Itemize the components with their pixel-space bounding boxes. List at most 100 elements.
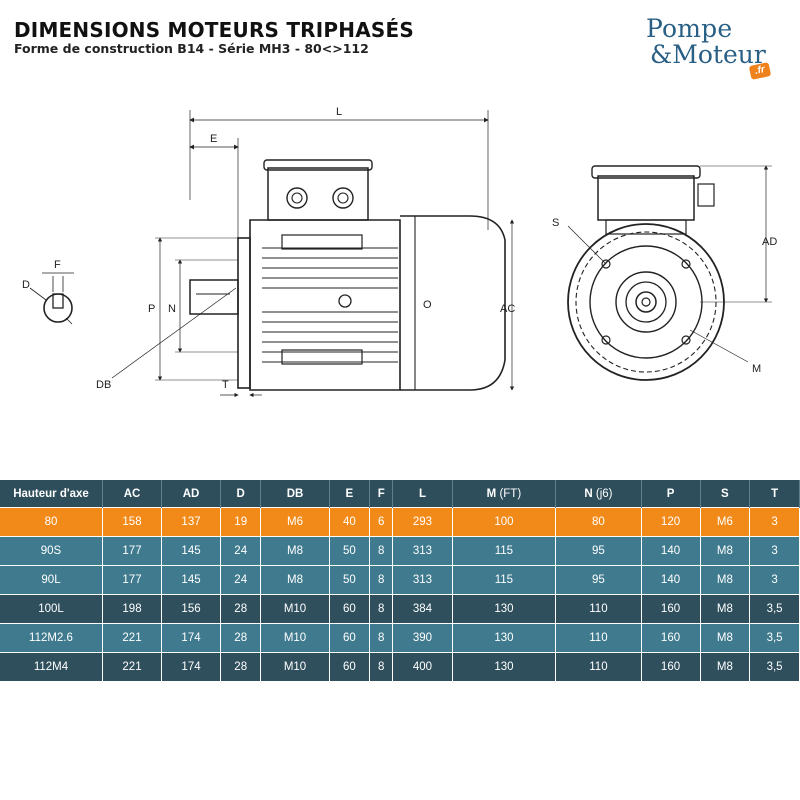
- table-cell: 19: [220, 507, 262, 537]
- table-cell: 156: [161, 594, 222, 624]
- table-cell: 313: [392, 565, 453, 595]
- motor-side-view: [111, 110, 515, 398]
- shaft-section-detail: F D: [22, 259, 74, 325]
- page-subtitle: Forme de construction B14 - Série MH3 - …: [14, 41, 369, 56]
- table-cell: 145: [161, 536, 222, 566]
- table-cell: 3: [749, 565, 800, 595]
- table-cell: 160: [641, 594, 701, 624]
- table-cell: 8: [369, 652, 394, 681]
- page-title: DIMENSIONS MOTEURS TRIPHASÉS: [14, 18, 414, 42]
- column-header-label: P: [666, 487, 675, 500]
- label-DB: DB: [96, 379, 111, 391]
- table-cell: 177: [102, 536, 163, 566]
- table-cell: 110: [555, 594, 642, 624]
- table-cell: 174: [161, 652, 222, 681]
- table-cell: M8: [260, 536, 330, 566]
- table-cell: 3,5: [749, 594, 800, 624]
- table-cell: 130: [452, 652, 557, 681]
- table-cell: M8: [700, 623, 751, 653]
- label-E: E: [210, 133, 217, 145]
- table-cell: 221: [102, 652, 163, 681]
- column-header: S: [700, 480, 751, 508]
- table-cell: 28: [220, 652, 262, 681]
- table-cell: 160: [641, 652, 701, 681]
- column-header-label: N: [584, 487, 593, 500]
- table-cell: 100L: [0, 594, 103, 624]
- column-header-label: E: [345, 487, 354, 500]
- table-cell: M8: [700, 565, 751, 595]
- table-cell: 95: [555, 536, 642, 566]
- table-cell: 90S: [0, 536, 103, 566]
- column-header-label: T: [771, 487, 779, 500]
- table-cell: 6: [369, 507, 394, 537]
- table-cell: 140: [641, 565, 701, 595]
- table-cell: M10: [260, 652, 330, 681]
- table-cell: 28: [220, 594, 262, 624]
- table-cell: 400: [392, 652, 453, 681]
- table-cell: 24: [220, 565, 262, 595]
- column-header: AD: [161, 480, 222, 508]
- column-header: AC: [102, 480, 163, 508]
- table-cell: 3: [749, 507, 800, 537]
- table-cell: 112M2.6: [0, 623, 103, 653]
- table-cell: 3,5: [749, 623, 800, 653]
- column-header-unit: (FT): [499, 487, 522, 500]
- table-cell: 120: [641, 507, 701, 537]
- label-N: N: [168, 303, 176, 315]
- brand-logo[interactable]: Pompe &Moteur .fr: [646, 14, 786, 84]
- label-T: T: [222, 379, 229, 391]
- table-cell: M8: [260, 565, 330, 595]
- table-cell: 130: [452, 594, 557, 624]
- table-cell: 174: [161, 623, 222, 653]
- table-cell: 110: [555, 652, 642, 681]
- label-F: F: [54, 259, 61, 271]
- table-cell: M8: [700, 652, 751, 681]
- column-header: D: [220, 480, 262, 508]
- logo-badge: .fr: [748, 62, 772, 80]
- column-header: F: [369, 480, 394, 508]
- column-header: N (j6): [555, 480, 642, 508]
- table-cell: 60: [329, 594, 371, 624]
- column-header: T: [749, 480, 800, 508]
- label-P: P: [148, 303, 155, 315]
- table-cell: 95: [555, 565, 642, 595]
- label-D: D: [22, 279, 30, 291]
- table-cell: 80: [555, 507, 642, 537]
- column-header-label: F: [377, 487, 385, 500]
- table-cell: 115: [452, 536, 557, 566]
- column-header: P: [641, 480, 701, 508]
- column-header: DB: [260, 480, 330, 508]
- table-cell: 137: [161, 507, 222, 537]
- column-header-label: M: [486, 487, 497, 500]
- motor-technical-drawing: F D: [22, 106, 777, 398]
- table-cell: 24: [220, 536, 262, 566]
- table-cell: 160: [641, 623, 701, 653]
- table-cell: M6: [700, 507, 751, 537]
- table-cell: 390: [392, 623, 453, 653]
- table-cell: 115: [452, 565, 557, 595]
- table-cell: 140: [641, 536, 701, 566]
- table-cell: 60: [329, 652, 371, 681]
- label-O: O: [423, 299, 432, 311]
- table-cell: 293: [392, 507, 453, 537]
- column-header-label: S: [721, 487, 729, 500]
- table-cell: 112M4: [0, 652, 103, 681]
- table-cell: 8: [369, 536, 394, 566]
- table-cell: 110: [555, 623, 642, 653]
- column-header-label: D: [236, 487, 245, 500]
- logo-text-line1: Pompe: [646, 14, 733, 43]
- table-cell: 3,5: [749, 652, 800, 681]
- table-cell: 8: [369, 594, 394, 624]
- table-cell: 384: [392, 594, 453, 624]
- table-cell: 80: [0, 507, 103, 537]
- table-cell: M10: [260, 594, 330, 624]
- table-cell: M8: [700, 536, 751, 566]
- table-cell: 130: [452, 623, 557, 653]
- table-cell: M8: [700, 594, 751, 624]
